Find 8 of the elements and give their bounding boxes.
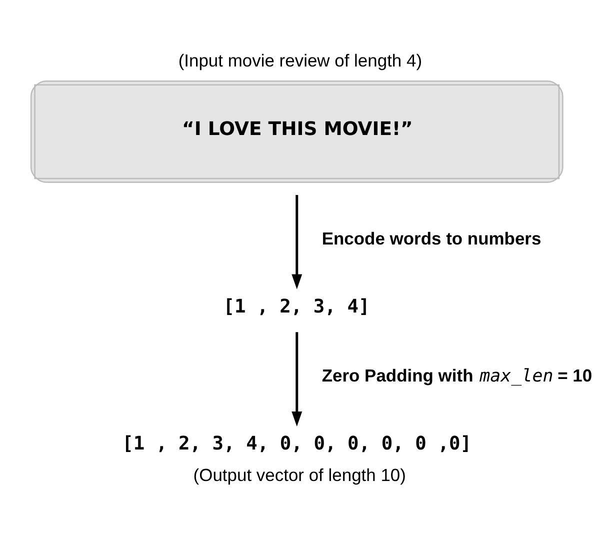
node-label: (Output vector of length 10) — [193, 464, 406, 485]
edge-label: Zero Padding with max_len = 10 — [322, 366, 592, 387]
arrow — [292, 332, 302, 427]
node-text: [1 , 2, 3, 4] — [223, 296, 370, 318]
arrow — [292, 194, 302, 290]
node-text: [1 , 2, 3, 4, 0, 0, 0, 0, 0 ,0] — [122, 433, 472, 454]
node-label: (Input movie review of length 4) — [178, 50, 422, 70]
edge-label: Encode words to numbers — [322, 228, 542, 248]
